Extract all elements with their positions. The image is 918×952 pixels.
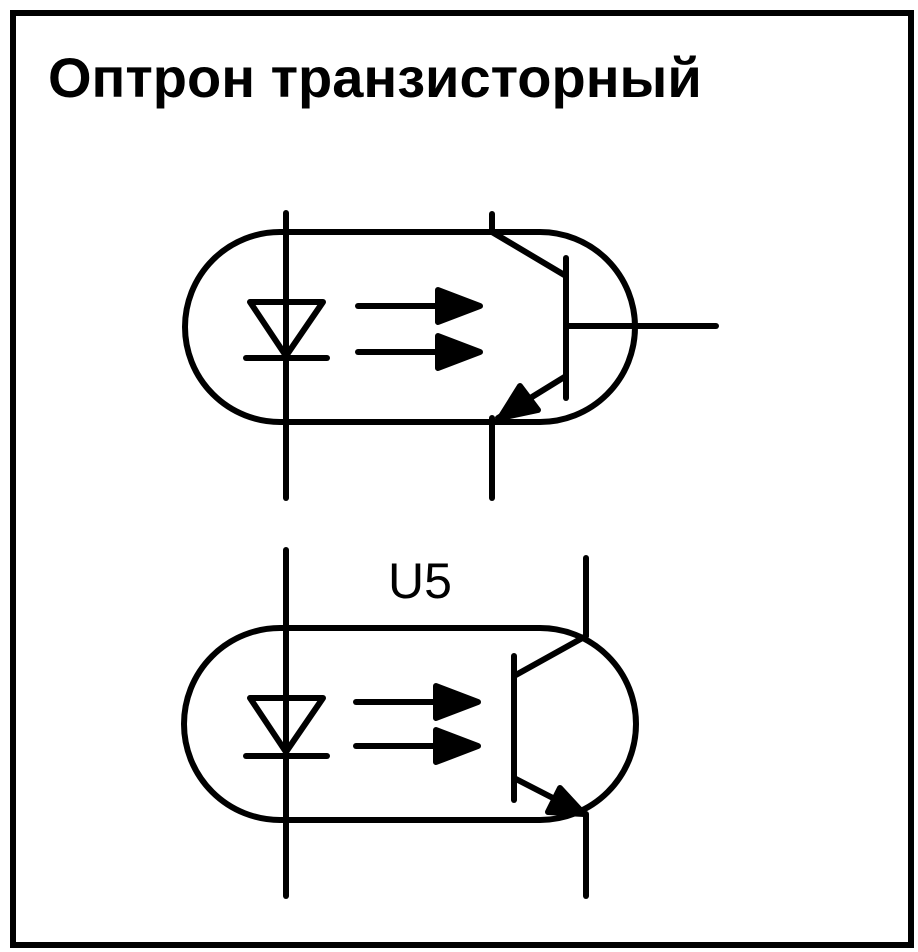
light-arrows-top — [355, 287, 483, 371]
designator-label: U5 — [388, 553, 452, 609]
led-triangle-top — [247, 299, 326, 359]
optocoupler-symbol-top — [182, 210, 719, 501]
collector-diagonal-bottom — [511, 633, 589, 679]
optocoupler-housing-top — [182, 229, 638, 425]
optocoupler-housing-bottom — [181, 625, 639, 823]
light-arrows-bottom — [353, 683, 481, 765]
emitter-arrow-bottom — [545, 785, 587, 817]
diagram-frame — [10, 10, 914, 948]
emitter-arrow-top — [497, 383, 541, 421]
optocoupler-symbol-bottom: U5 — [181, 547, 639, 899]
led-triangle-bottom — [247, 695, 326, 755]
page-title: Оптрон транзисторный — [48, 46, 702, 109]
collector-diagonal-top — [489, 229, 569, 279]
